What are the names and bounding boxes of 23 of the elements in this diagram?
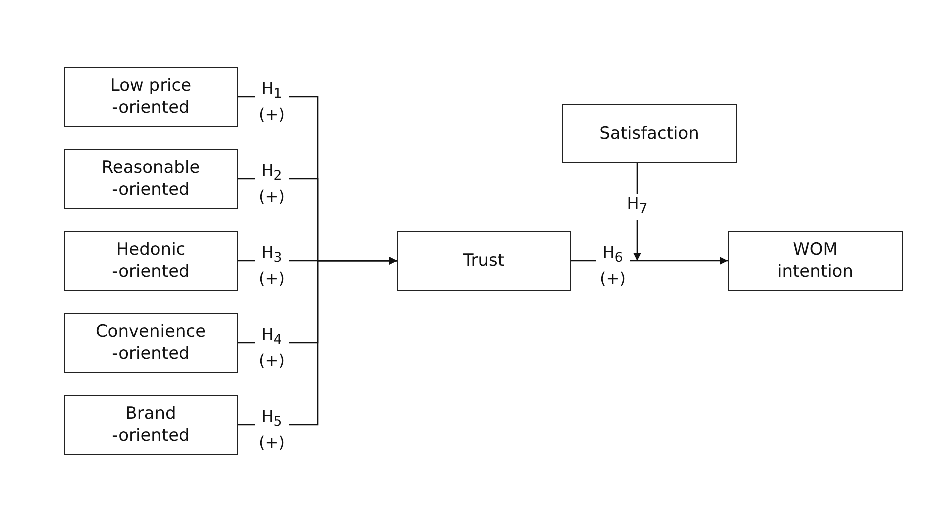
node-label: Satisfaction	[600, 122, 700, 144]
arrow	[238, 257, 397, 426]
edge-label: H$_{3}$ (+)	[255, 243, 289, 290]
node-label: Reasonable -oriented	[100, 157, 202, 201]
construct-box	[64, 231, 238, 291]
edge-label: H$_{2}$ (+)	[255, 161, 289, 208]
construct-box	[728, 231, 903, 291]
construct-box	[562, 104, 737, 163]
construct-box	[64, 67, 238, 127]
node-label: Hedonic -oriented	[111, 239, 191, 283]
construct-box	[64, 395, 238, 455]
node-label: Brand -oriented	[111, 403, 191, 447]
edge-label: H$_{6}$ (+)	[596, 243, 630, 290]
node-label: WOM intention	[776, 239, 854, 283]
edge-label: H$_{5}$ (+)	[255, 407, 289, 454]
node-label: Convenience -oriented	[95, 321, 207, 365]
node-label: Trust	[463, 250, 505, 272]
construct-box	[397, 231, 571, 291]
construct-box	[64, 313, 238, 373]
edge-label: H$_{4}$ (+)	[255, 325, 289, 372]
edge-label: H$_{1}$ (+)	[255, 79, 289, 126]
node-label: Low price -oriented	[109, 75, 193, 119]
construct-box	[64, 149, 238, 209]
